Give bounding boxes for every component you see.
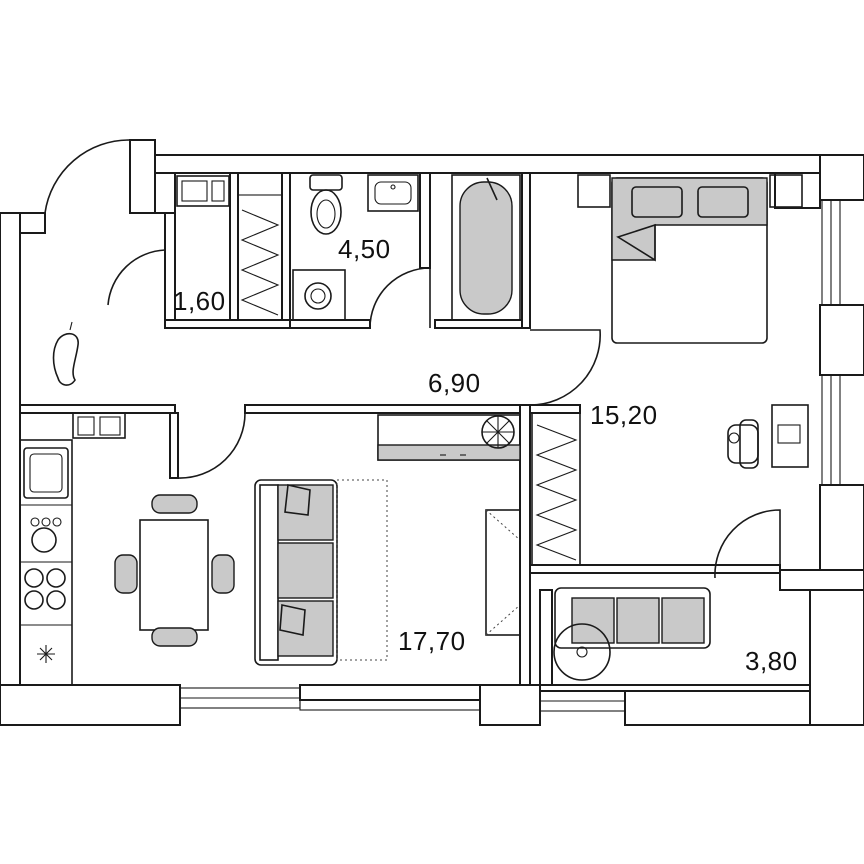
area-label-bathroom: 4,50: [338, 234, 391, 264]
area-label-storage: 1,60: [173, 286, 226, 316]
area-labels: 1,60 4,50 6,90 15,20 17,70 3,80: [173, 234, 798, 676]
kitchen-furniture: [19, 412, 235, 686]
bathroom-furniture: [292, 174, 521, 321]
area-label-bedroom: 15,20: [590, 400, 658, 430]
doors: [44, 139, 781, 579]
balcony-furniture: [553, 587, 711, 681]
bedroom-furniture: [531, 174, 809, 566]
walls: [0, 139, 864, 726]
storage-furniture: [176, 175, 283, 321]
living-furniture: [254, 414, 521, 666]
area-label-living-kitchen: 17,70: [398, 626, 466, 656]
hallway-figure: [52, 321, 79, 386]
area-label-hallway: 6,90: [428, 368, 481, 398]
area-label-balcony: 3,80: [745, 646, 798, 676]
windows: [179, 199, 841, 712]
